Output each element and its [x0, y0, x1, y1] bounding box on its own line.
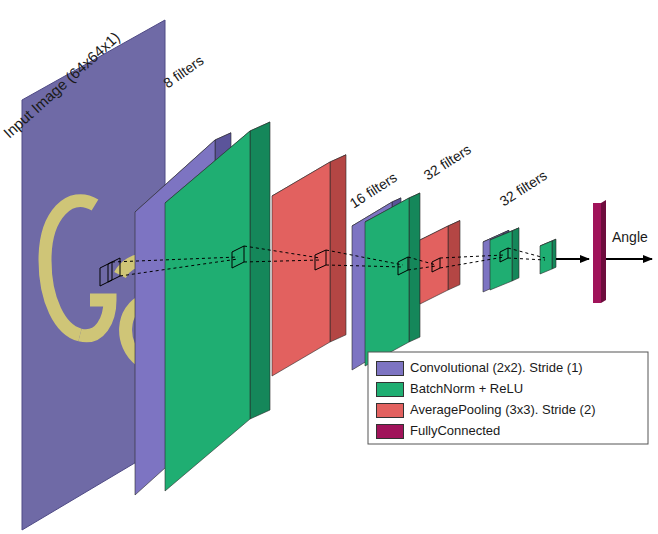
slab-side — [448, 221, 460, 290]
slab-face — [272, 162, 330, 376]
slab-side — [409, 193, 420, 342]
receptive-fields — [100, 246, 545, 286]
legend-text: BatchNorm + ReLU — [410, 381, 523, 397]
legend-swatch — [376, 403, 404, 418]
filter-count-label: 32 filters — [496, 166, 550, 210]
slab-face — [165, 131, 250, 491]
slab-face — [540, 241, 552, 274]
slab-side — [512, 228, 519, 281]
legend-swatch — [376, 382, 404, 397]
output-label: Angle — [612, 228, 648, 246]
slab-face — [420, 226, 448, 304]
slab-face — [365, 198, 409, 366]
flow-arrow — [556, 258, 589, 260]
legend-frame — [368, 352, 648, 444]
slab-side — [330, 155, 346, 342]
legend-text: FullyConnected — [410, 423, 500, 439]
output-arrow — [606, 258, 652, 260]
fc-side — [601, 200, 606, 303]
filter-count-label: 8 filters — [160, 51, 207, 92]
legend-swatch — [376, 361, 404, 376]
legend-swatch — [376, 424, 404, 439]
legend-text: Convolutional (2x2). Stride (1) — [410, 360, 583, 376]
slab-side — [552, 239, 556, 269]
slab-side — [250, 122, 270, 419]
fully-connected-bar — [593, 203, 601, 303]
legend-text: AveragePooling (3x3). Stride (2) — [410, 402, 595, 418]
slab-face — [490, 231, 512, 290]
filter-count-label: 32 filters — [420, 140, 474, 184]
